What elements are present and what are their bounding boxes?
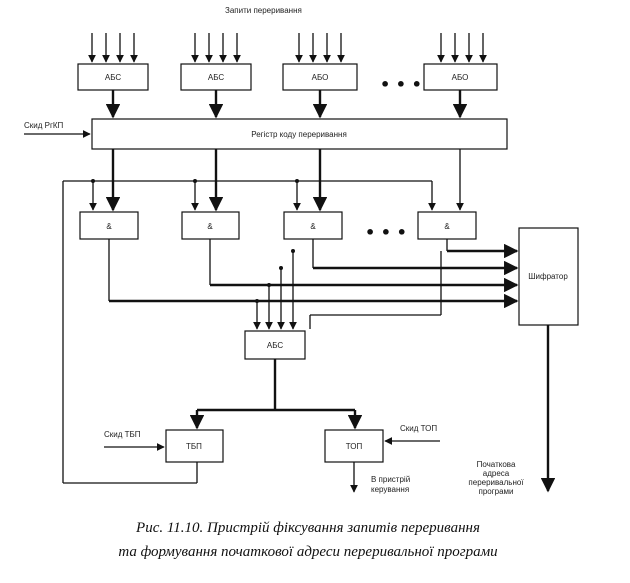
start-address-label-4: програми [478, 487, 513, 496]
gates-ellipsis: • • • [365, 223, 407, 242]
caption-line-2: та формування початкової адреси перерива… [118, 544, 497, 560]
to-control-label-1: В пристрій [371, 475, 410, 484]
top-block-3: АБО [282, 63, 358, 91]
interrupt-code-register: Регістр коду переривання [91, 118, 508, 150]
and-gate-1: & [79, 211, 139, 240]
svg-text:&: & [106, 222, 112, 231]
start-address-label-1: Початкова [477, 460, 516, 469]
top-block-1: АБС [77, 63, 149, 91]
svg-text:АБС: АБС [208, 73, 224, 82]
caption-line-1: Рис. 11.10. Пристрій фіксування запитів … [135, 520, 480, 536]
gate-output-buses [108, 239, 519, 330]
and-gate-2: & [181, 211, 240, 240]
reset-top-label: Скид ТОП [400, 424, 437, 433]
start-address-label-2: адреса [483, 469, 510, 478]
svg-text:АБС: АБС [105, 73, 121, 82]
encoder-block: Шифратор [518, 227, 579, 326]
top-block-4: АБО [423, 63, 498, 91]
reset-tbp-label: Скид ТБП [104, 430, 141, 439]
svg-text:Шифратор: Шифратор [528, 272, 568, 281]
reset-register-label: Скид РгКП [24, 121, 64, 130]
svg-text:АБО: АБО [312, 73, 329, 82]
tbp-block: ТБП [165, 429, 224, 463]
feedback-bus [62, 179, 436, 484]
top-ellipsis: • • • [380, 75, 422, 94]
abs-output [189, 359, 363, 430]
top-flipflop-block: ТОП [324, 429, 384, 463]
svg-text:&: & [207, 222, 213, 231]
interrupt-requests-label: Запити переривання [225, 6, 302, 15]
svg-text:АБО: АБО [452, 73, 469, 82]
to-control-label-2: керування [371, 485, 409, 494]
svg-text:АБС: АБС [267, 341, 283, 350]
svg-text:Регістр коду переривання: Регістр коду переривання [251, 130, 347, 139]
top-block-2: АБС [180, 63, 252, 91]
svg-text:&: & [310, 222, 316, 231]
and-gate-4: & [417, 211, 477, 240]
svg-text:ТБП: ТБП [186, 442, 202, 451]
start-address-label-3: переривальної [468, 478, 524, 487]
svg-text:ТОП: ТОП [346, 442, 363, 451]
bottom-abs-block: АБС [244, 330, 306, 360]
request-input-arrows [88, 33, 487, 63]
svg-text:&: & [444, 222, 450, 231]
and-gate-3: & [283, 211, 343, 240]
